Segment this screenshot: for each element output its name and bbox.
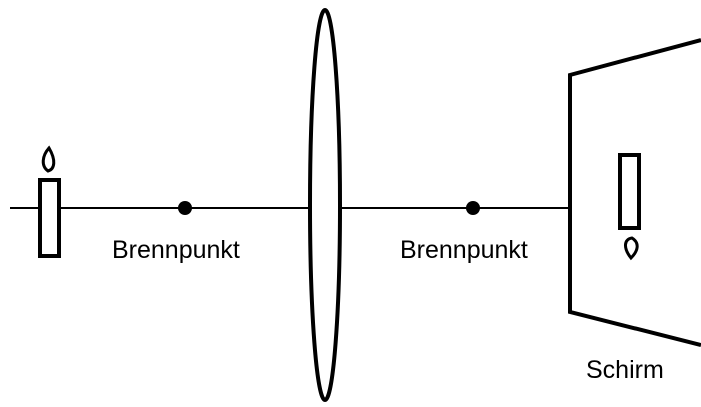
image-candle-body	[618, 153, 641, 230]
focal-point-left	[178, 201, 192, 215]
inverted-candle-icon	[618, 153, 641, 261]
candle-icon	[38, 145, 61, 258]
convex-lens	[308, 8, 342, 402]
candle-body	[38, 178, 61, 258]
focal-point-right	[466, 201, 480, 215]
focal-label-right: Brennpunkt	[400, 236, 528, 264]
screen-label: Schirm	[586, 356, 664, 384]
screen	[568, 38, 701, 347]
candle-flame	[41, 145, 56, 173]
focal-label-left: Brennpunkt	[112, 236, 240, 264]
image-candle-flame	[624, 236, 639, 261]
